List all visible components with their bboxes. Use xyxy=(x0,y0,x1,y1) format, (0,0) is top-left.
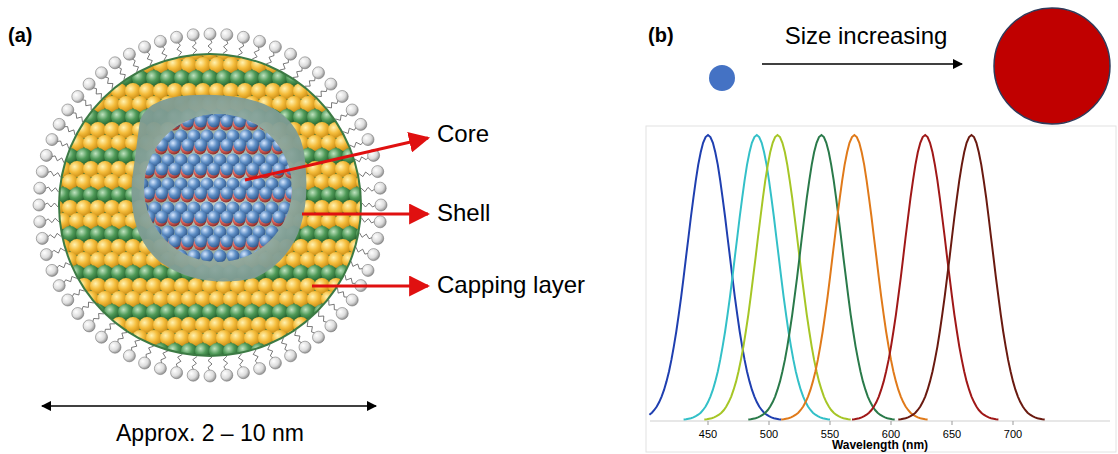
part-name: Capping layer xyxy=(437,271,585,299)
chart-frame xyxy=(646,126,1116,452)
emission-peak xyxy=(898,135,1044,419)
shell-body xyxy=(58,53,362,357)
emission-peak xyxy=(748,135,894,419)
dimension-label: Approx. 2 – 10 nm xyxy=(116,420,304,446)
arrow-label: Size increasing xyxy=(785,22,948,50)
emission-curves xyxy=(649,135,1044,425)
capping-layer xyxy=(33,28,387,382)
small-dot xyxy=(709,65,735,91)
part-name: Shell xyxy=(437,199,490,227)
axis-title: Wavelength (nm) xyxy=(832,439,928,453)
tick-mark xyxy=(891,421,892,425)
tick-mark xyxy=(1013,421,1014,425)
tick-mark xyxy=(769,421,770,425)
panel-label: (a) xyxy=(8,24,32,47)
leader-arrow xyxy=(302,213,428,216)
dimension-arrow xyxy=(42,405,376,407)
emission-peak xyxy=(781,135,927,419)
tick-mark xyxy=(830,421,831,425)
leader-arrow xyxy=(245,138,428,180)
emission-peak xyxy=(649,135,781,419)
part-name: Core xyxy=(437,120,489,148)
emission-peak xyxy=(852,135,998,419)
tick-label: 700 xyxy=(1004,428,1022,441)
tick-label: 650 xyxy=(943,428,961,441)
panel-label: (b) xyxy=(648,24,674,47)
tick-mark xyxy=(708,421,709,425)
emission-peak xyxy=(704,135,850,419)
large-dot xyxy=(994,8,1110,124)
tick-mark xyxy=(952,421,953,425)
core-spheres xyxy=(136,106,299,263)
size-arrow xyxy=(762,63,962,65)
shell-spheres xyxy=(48,44,372,359)
tick-label: 500 xyxy=(760,428,778,441)
x-axis xyxy=(650,421,1110,422)
leader-arrow xyxy=(312,285,428,288)
cutaway xyxy=(132,95,307,282)
tick-label: 450 xyxy=(699,428,717,441)
emission-peak xyxy=(684,135,830,419)
